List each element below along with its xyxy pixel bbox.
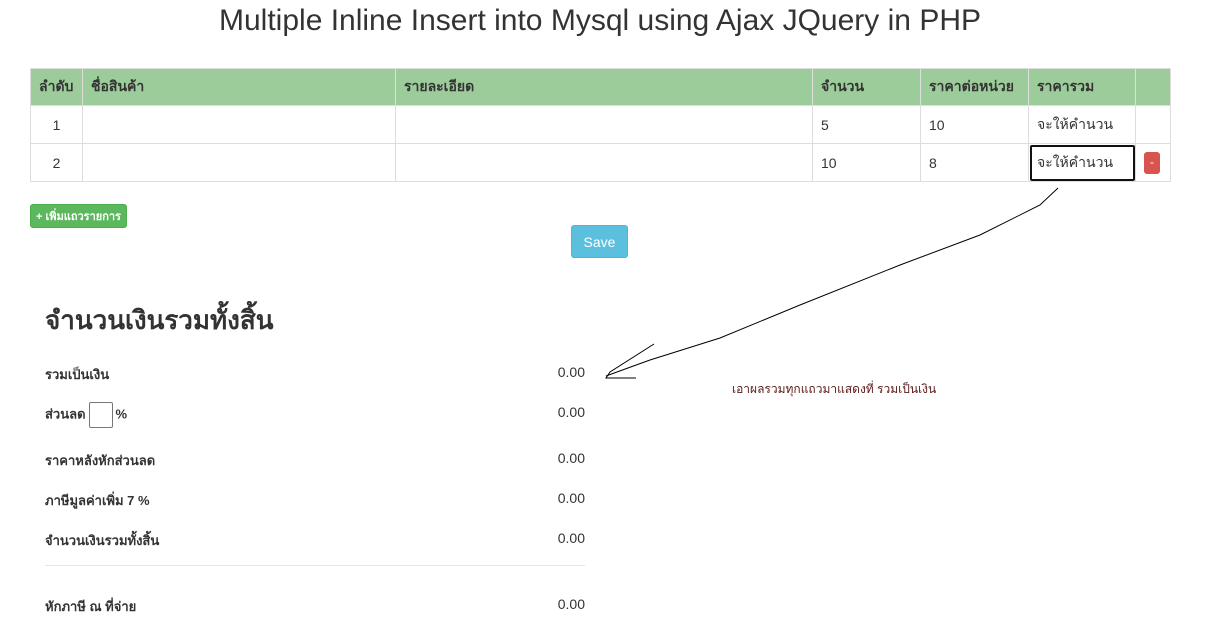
subtotal-label: รวมเป็นเงิน — [45, 367, 110, 382]
table-row: 2 10 8 จะให้คำนวน - — [30, 143, 1171, 182]
name-cell[interactable] — [82, 143, 396, 182]
add-row-button[interactable]: + เพิ่มแถวรายการ — [30, 204, 127, 228]
discount-label: ส่วนลด — [45, 406, 86, 422]
col-no: ลำดับ — [30, 68, 83, 106]
subtotal-value: 0.00 — [557, 364, 585, 380]
percent-sign: % — [115, 406, 128, 422]
withholding-row: หักภาษี ณ ที่จ่าย 0.00 — [45, 596, 585, 617]
price-cell[interactable]: 8 — [920, 143, 1029, 182]
vat-value: 0.00 — [557, 490, 585, 506]
discount-row: ส่วนลด% 0.00 — [45, 402, 585, 428]
table-row: 1 5 10 จะให้คำนวน — [30, 105, 1171, 144]
detail-cell[interactable] — [395, 105, 813, 144]
after-discount-label: ราคาหลังหักส่วนลด — [45, 453, 156, 468]
row-no: 2 — [30, 143, 83, 182]
grand-total-value: 0.00 — [557, 530, 585, 546]
price-cell[interactable]: 10 — [920, 105, 1029, 144]
delete-row-button[interactable]: - — [1144, 151, 1160, 174]
total-cell[interactable]: จะให้คำนวน — [1028, 105, 1136, 144]
discount-input[interactable] — [88, 402, 113, 428]
col-price: ราคาต่อหน่วย — [920, 68, 1029, 106]
discount-value: 0.00 — [557, 404, 585, 420]
col-total: ราคารวม — [1028, 68, 1136, 106]
qty-cell[interactable]: 10 — [812, 143, 921, 182]
vat-label: ภาษีมูลค่าเพิ่ม 7 % — [45, 493, 150, 508]
col-detail: รายละเอียด — [395, 68, 813, 106]
action-cell: - — [1135, 143, 1171, 182]
page-title: Multiple Inline Insert into Mysql using … — [219, 4, 981, 37]
name-cell[interactable] — [82, 105, 396, 144]
save-button[interactable]: Save — [571, 225, 628, 258]
col-qty: จำนวน — [812, 68, 921, 106]
subtotal-row: รวมเป็นเงิน 0.00 — [45, 364, 585, 385]
grand-total-row: จำนวนเงินรวมทั้งสิ้น 0.00 — [45, 530, 585, 551]
items-table: ลำดับ ชื่อสินค้า รายละเอียด จำนวน ราคาต่… — [30, 68, 1171, 182]
after-discount-row: ราคาหลังหักส่วนลด 0.00 — [45, 450, 585, 471]
action-cell — [1135, 105, 1171, 144]
withholding-label: หักภาษี ณ ที่จ่าย — [45, 599, 137, 614]
col-action — [1135, 68, 1171, 106]
withholding-value: 0.00 — [557, 596, 585, 612]
vat-row: ภาษีมูลค่าเพิ่ม 7 % 0.00 — [45, 490, 585, 511]
annotation-note: เอาผลรวมทุกแถวมาแสดงที่ รวมเป็นเงิน — [732, 382, 937, 396]
col-name: ชื่อสินค้า — [82, 68, 396, 106]
divider — [45, 565, 585, 566]
after-discount-value: 0.00 — [557, 450, 585, 466]
detail-cell[interactable] — [395, 143, 813, 182]
qty-cell[interactable]: 5 — [812, 105, 921, 144]
grand-total-label: จำนวนเงินรวมทั้งสิ้น — [45, 533, 160, 548]
summary-heading: จำนวนเงินรวมทั้งสิ้น — [45, 305, 274, 335]
